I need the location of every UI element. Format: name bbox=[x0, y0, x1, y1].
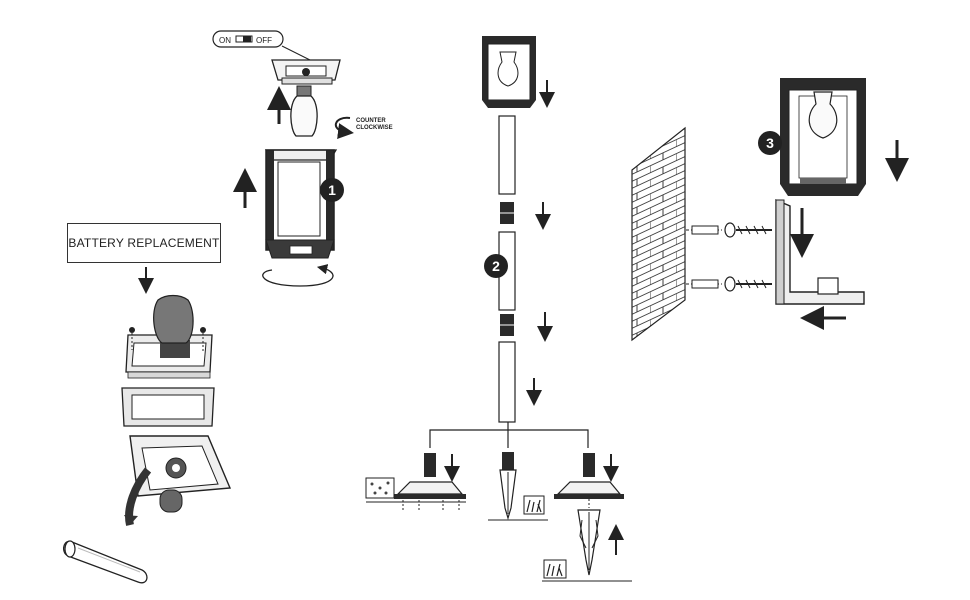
step-two-number: 2 bbox=[492, 258, 500, 274]
step-two-badge: 2 bbox=[484, 254, 508, 278]
switch-off-text: OFF bbox=[256, 36, 272, 45]
lantern-frame-icon bbox=[264, 149, 338, 259]
lamp-cap-icon bbox=[271, 59, 341, 85]
switch-group: ON OFF bbox=[212, 30, 311, 61]
battery-cell-icon bbox=[62, 540, 148, 584]
step-three-badge: 3 bbox=[758, 131, 782, 155]
wall-lantern-icon bbox=[780, 78, 866, 196]
rotation-line1-text: COUNTER bbox=[356, 118, 386, 124]
rotate-arrow-icon bbox=[335, 116, 354, 139]
counter-clockwise-group: COUNTER CLOCKWISE bbox=[335, 116, 393, 139]
screw-right-icon bbox=[200, 327, 206, 333]
battery-cap-icon bbox=[125, 294, 213, 379]
step-one-number: 1 bbox=[328, 182, 336, 198]
battery-replacement-label-box: BATTERY REPLACEMENT bbox=[67, 223, 221, 263]
switch-on-text: ON bbox=[219, 36, 231, 45]
option-concrete-base bbox=[365, 453, 466, 512]
option-ground-spike bbox=[488, 452, 548, 521]
switch-leader-line bbox=[281, 45, 311, 61]
brick-wall-icon bbox=[631, 126, 686, 342]
connector-top-icon bbox=[500, 202, 514, 224]
battery-frame-icon bbox=[121, 387, 215, 427]
step-three-number: 3 bbox=[766, 135, 774, 151]
wall-screws bbox=[686, 222, 772, 292]
connector-bottom-icon bbox=[500, 314, 514, 336]
rotate-base-arrow-icon bbox=[262, 264, 334, 287]
switch-knob-icon bbox=[243, 36, 251, 42]
option-base-spike bbox=[542, 453, 632, 582]
bulb-icon bbox=[290, 85, 318, 137]
post-segment-top bbox=[498, 115, 516, 195]
base-a-connector-icon bbox=[424, 453, 436, 477]
battery-replacement-label: BATTERY REPLACEMENT bbox=[68, 236, 220, 250]
screw-top-icon bbox=[686, 222, 772, 238]
battery-bulb-icon bbox=[153, 294, 194, 344]
post-segment-bottom bbox=[498, 341, 516, 423]
lantern-head-icon bbox=[482, 36, 536, 108]
battery-base-icon bbox=[124, 435, 232, 526]
screw-bottom-icon bbox=[686, 276, 772, 292]
branch-lines bbox=[429, 422, 589, 448]
step-one-badge: 1 bbox=[320, 178, 344, 202]
wall-bracket-icon bbox=[775, 198, 865, 305]
screw-left-icon bbox=[129, 327, 135, 333]
rotation-line2-text: CLOCKWISE bbox=[356, 125, 393, 131]
